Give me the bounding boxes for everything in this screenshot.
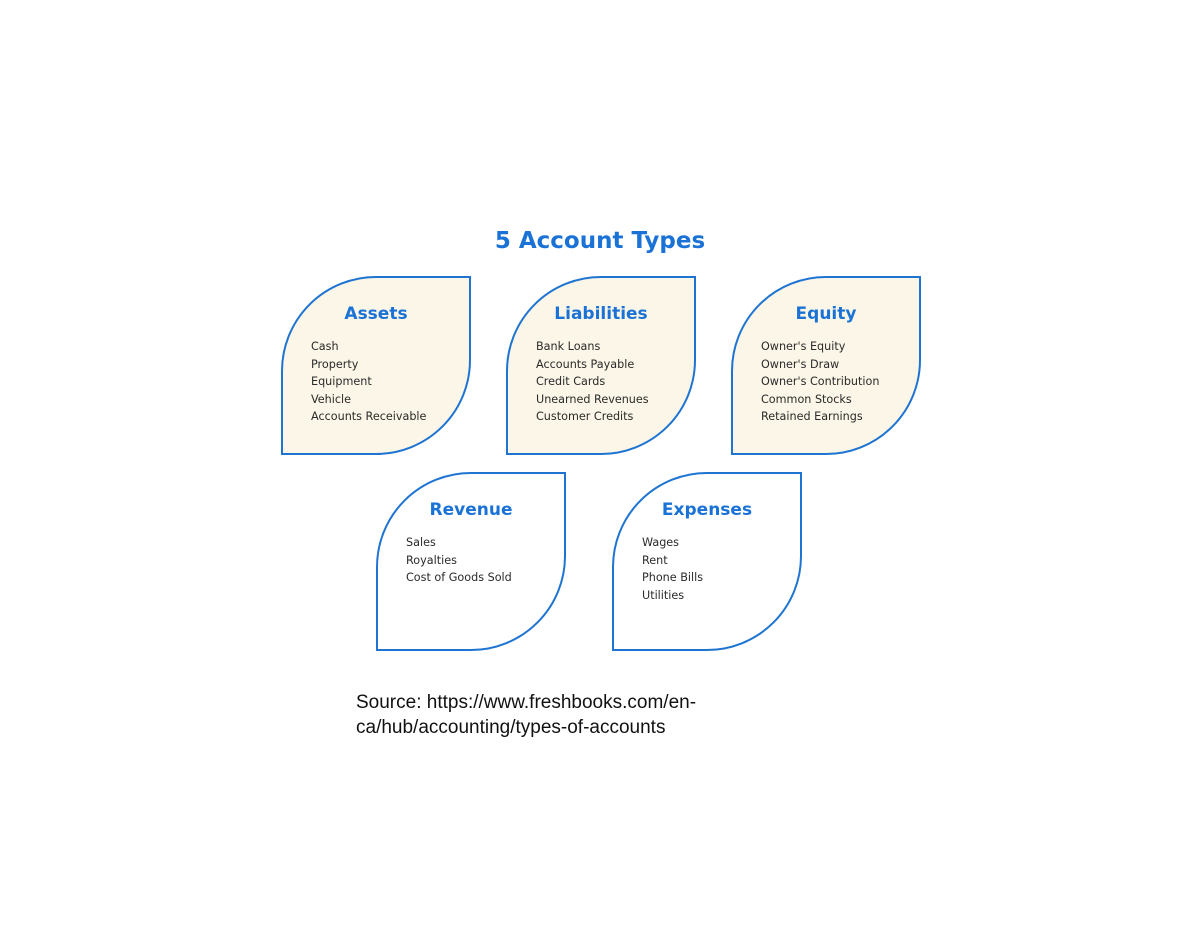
source-citation: Source: https://www.freshbooks.com/en- c… (356, 690, 776, 740)
card-title: Assets (344, 304, 408, 324)
card-title: Liabilities (554, 304, 648, 324)
card-title: Equity (795, 304, 857, 324)
list-item: Royalties (406, 553, 457, 567)
list-item: Equipment (311, 375, 372, 389)
card-item-list: Cash Property Equipment Vehicle Accounts… (311, 338, 426, 426)
list-item: Bank Loans (536, 340, 601, 353)
list-item: Cash (311, 340, 339, 353)
list-item: Owner's Equity (761, 340, 846, 353)
card-title: Expenses (661, 500, 753, 520)
list-item: Common Stocks (761, 392, 852, 406)
list-item: Phone Bills (642, 571, 704, 585)
account-card-revenue: Revenue Sales Royalties Cost of Goods So… (376, 472, 566, 651)
account-card-expenses: Expenses Wages Rent Phone Bills Utilitie… (612, 472, 802, 651)
diagram-title: 5 Account Types (494, 228, 706, 254)
account-card-liabilities: Liabilities Bank Loans Accounts Payable … (506, 276, 696, 455)
list-item: Cost of Goods Sold (406, 571, 512, 585)
card-item-list: Sales Royalties Cost of Goods Sold (406, 534, 512, 587)
card-title: Revenue (429, 500, 513, 520)
list-item: Accounts Receivable (311, 410, 427, 424)
card-item-list: Bank Loans Accounts Payable Credit Cards… (536, 338, 649, 426)
list-item: Property (311, 357, 359, 371)
list-item: Wages (642, 536, 680, 549)
list-item: Retained Earnings (761, 410, 863, 424)
card-item-list: Owner's Equity Owner's Draw Owner's Cont… (761, 338, 879, 426)
list-item: Credit Cards (536, 375, 606, 389)
account-card-equity: Equity Owner's Equity Owner's Draw Owner… (731, 276, 921, 455)
list-item: Rent (642, 553, 668, 567)
list-item: Utilities (642, 588, 685, 602)
list-item: Customer Credits (536, 410, 634, 424)
list-item: Owner's Contribution (761, 375, 880, 389)
source-line-1: Source: https://www.freshbooks.com/en- (356, 692, 697, 713)
list-item: Owner's Draw (761, 357, 840, 371)
source-line-2: ca/hub/accounting/types-of-accounts (356, 717, 666, 738)
account-card-assets: Assets Cash Property Equipment Vehicle A… (281, 276, 471, 455)
list-item: Vehicle (311, 392, 352, 406)
list-item: Unearned Revenues (536, 392, 649, 406)
list-item: Sales (406, 536, 436, 549)
card-item-list: Wages Rent Phone Bills Utilities (642, 534, 703, 604)
list-item: Accounts Payable (536, 357, 635, 371)
